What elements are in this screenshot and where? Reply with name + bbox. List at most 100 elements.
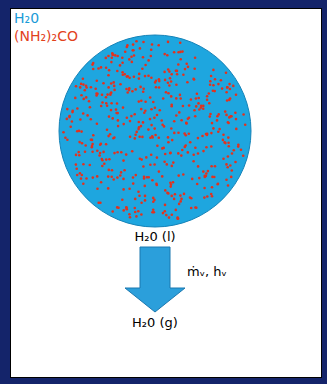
urea-dot [112, 81, 115, 84]
urea-dot [168, 84, 171, 87]
urea-dot [76, 174, 79, 177]
urea-dot [225, 163, 228, 166]
urea-dot [170, 80, 173, 83]
urea-dot [128, 213, 131, 216]
urea-dot [110, 91, 113, 94]
urea-dot [220, 79, 223, 82]
urea-dot [66, 118, 69, 121]
urea-dot [151, 179, 154, 182]
urea-dot [126, 116, 129, 119]
urea-dot [140, 99, 143, 102]
urea-dot [166, 192, 169, 195]
urea-dot [138, 100, 141, 103]
urea-dot [96, 93, 99, 96]
urea-dot [184, 146, 187, 149]
urea-dot [193, 78, 196, 81]
urea-dot [177, 63, 180, 66]
urea-dot [121, 62, 124, 65]
urea-dot [224, 110, 227, 113]
urea-dot [129, 216, 132, 219]
urea-dot [116, 176, 119, 179]
urea-dot [163, 161, 166, 164]
urea-dot [122, 209, 125, 212]
urea-dot [133, 113, 136, 116]
urea-dot [226, 99, 229, 102]
urea-dot [217, 182, 220, 185]
urea-dot [108, 115, 111, 118]
urea-dot [85, 96, 88, 99]
urea-dot [214, 78, 217, 81]
urea-dot [179, 194, 182, 197]
urea-dot [135, 174, 138, 177]
urea-dot [211, 176, 214, 179]
urea-dot [167, 141, 170, 144]
urea-dot [101, 101, 104, 104]
urea-dot [225, 91, 228, 94]
urea-dot [141, 68, 144, 71]
urea-dot [164, 153, 167, 156]
urea-dot [172, 161, 175, 164]
urea-dot [110, 102, 113, 105]
urea-dot [103, 162, 106, 165]
urea-dot [126, 75, 129, 78]
urea-dot [126, 91, 129, 94]
species-label: (NH₂)₂CO [14, 28, 78, 44]
urea-dot [163, 71, 166, 74]
urea-dot [113, 152, 116, 155]
urea-dot [227, 121, 230, 124]
urea-dot [164, 189, 167, 192]
urea-dot [80, 130, 83, 133]
urea-dot [167, 192, 170, 195]
urea-dot [97, 67, 100, 70]
urea-dot [115, 108, 118, 111]
urea-dot [150, 55, 153, 58]
urea-dot [107, 55, 110, 58]
urea-dot [150, 48, 153, 51]
urea-dot [181, 149, 184, 152]
urea-dot [166, 54, 169, 57]
urea-dot [187, 66, 190, 69]
urea-dot [227, 141, 230, 144]
flux-arrow [125, 247, 185, 312]
urea-dot [135, 40, 138, 43]
urea-dot [182, 173, 185, 176]
urea-dot [121, 56, 124, 59]
urea-dot [195, 207, 198, 210]
urea-dot [101, 158, 104, 161]
urea-dot [138, 195, 141, 198]
urea-dot [109, 133, 112, 136]
urea-dot [175, 70, 178, 73]
urea-dot [166, 163, 169, 166]
urea-dot [96, 150, 99, 153]
urea-dot [180, 198, 183, 201]
vapor-state: H₂0 (g) [132, 315, 178, 330]
urea-dot [175, 209, 178, 212]
urea-dot [96, 79, 99, 82]
urea-dot [92, 134, 95, 137]
urea-dot [130, 55, 133, 58]
urea-dot [217, 113, 220, 116]
urea-dot [138, 77, 141, 80]
urea-dot [227, 155, 230, 158]
urea-dot [91, 146, 94, 149]
urea-dot [169, 152, 172, 155]
urea-dot [149, 163, 152, 166]
urea-dot [194, 57, 197, 60]
urea-dot [139, 86, 142, 89]
urea-dot [237, 145, 240, 148]
urea-dot [117, 207, 120, 210]
urea-dot [175, 97, 178, 100]
urea-dot [218, 128, 221, 131]
urea-dot [177, 174, 180, 177]
urea-dot [133, 76, 136, 79]
urea-dot [121, 198, 124, 201]
urea-dot [128, 89, 131, 92]
urea-dot [82, 112, 85, 115]
urea-dot [208, 92, 211, 95]
urea-dot [140, 125, 143, 128]
urea-dot [92, 68, 95, 71]
urea-dot [145, 156, 148, 159]
urea-dot [217, 83, 220, 86]
urea-dot [206, 195, 209, 198]
urea-dot [207, 170, 210, 173]
